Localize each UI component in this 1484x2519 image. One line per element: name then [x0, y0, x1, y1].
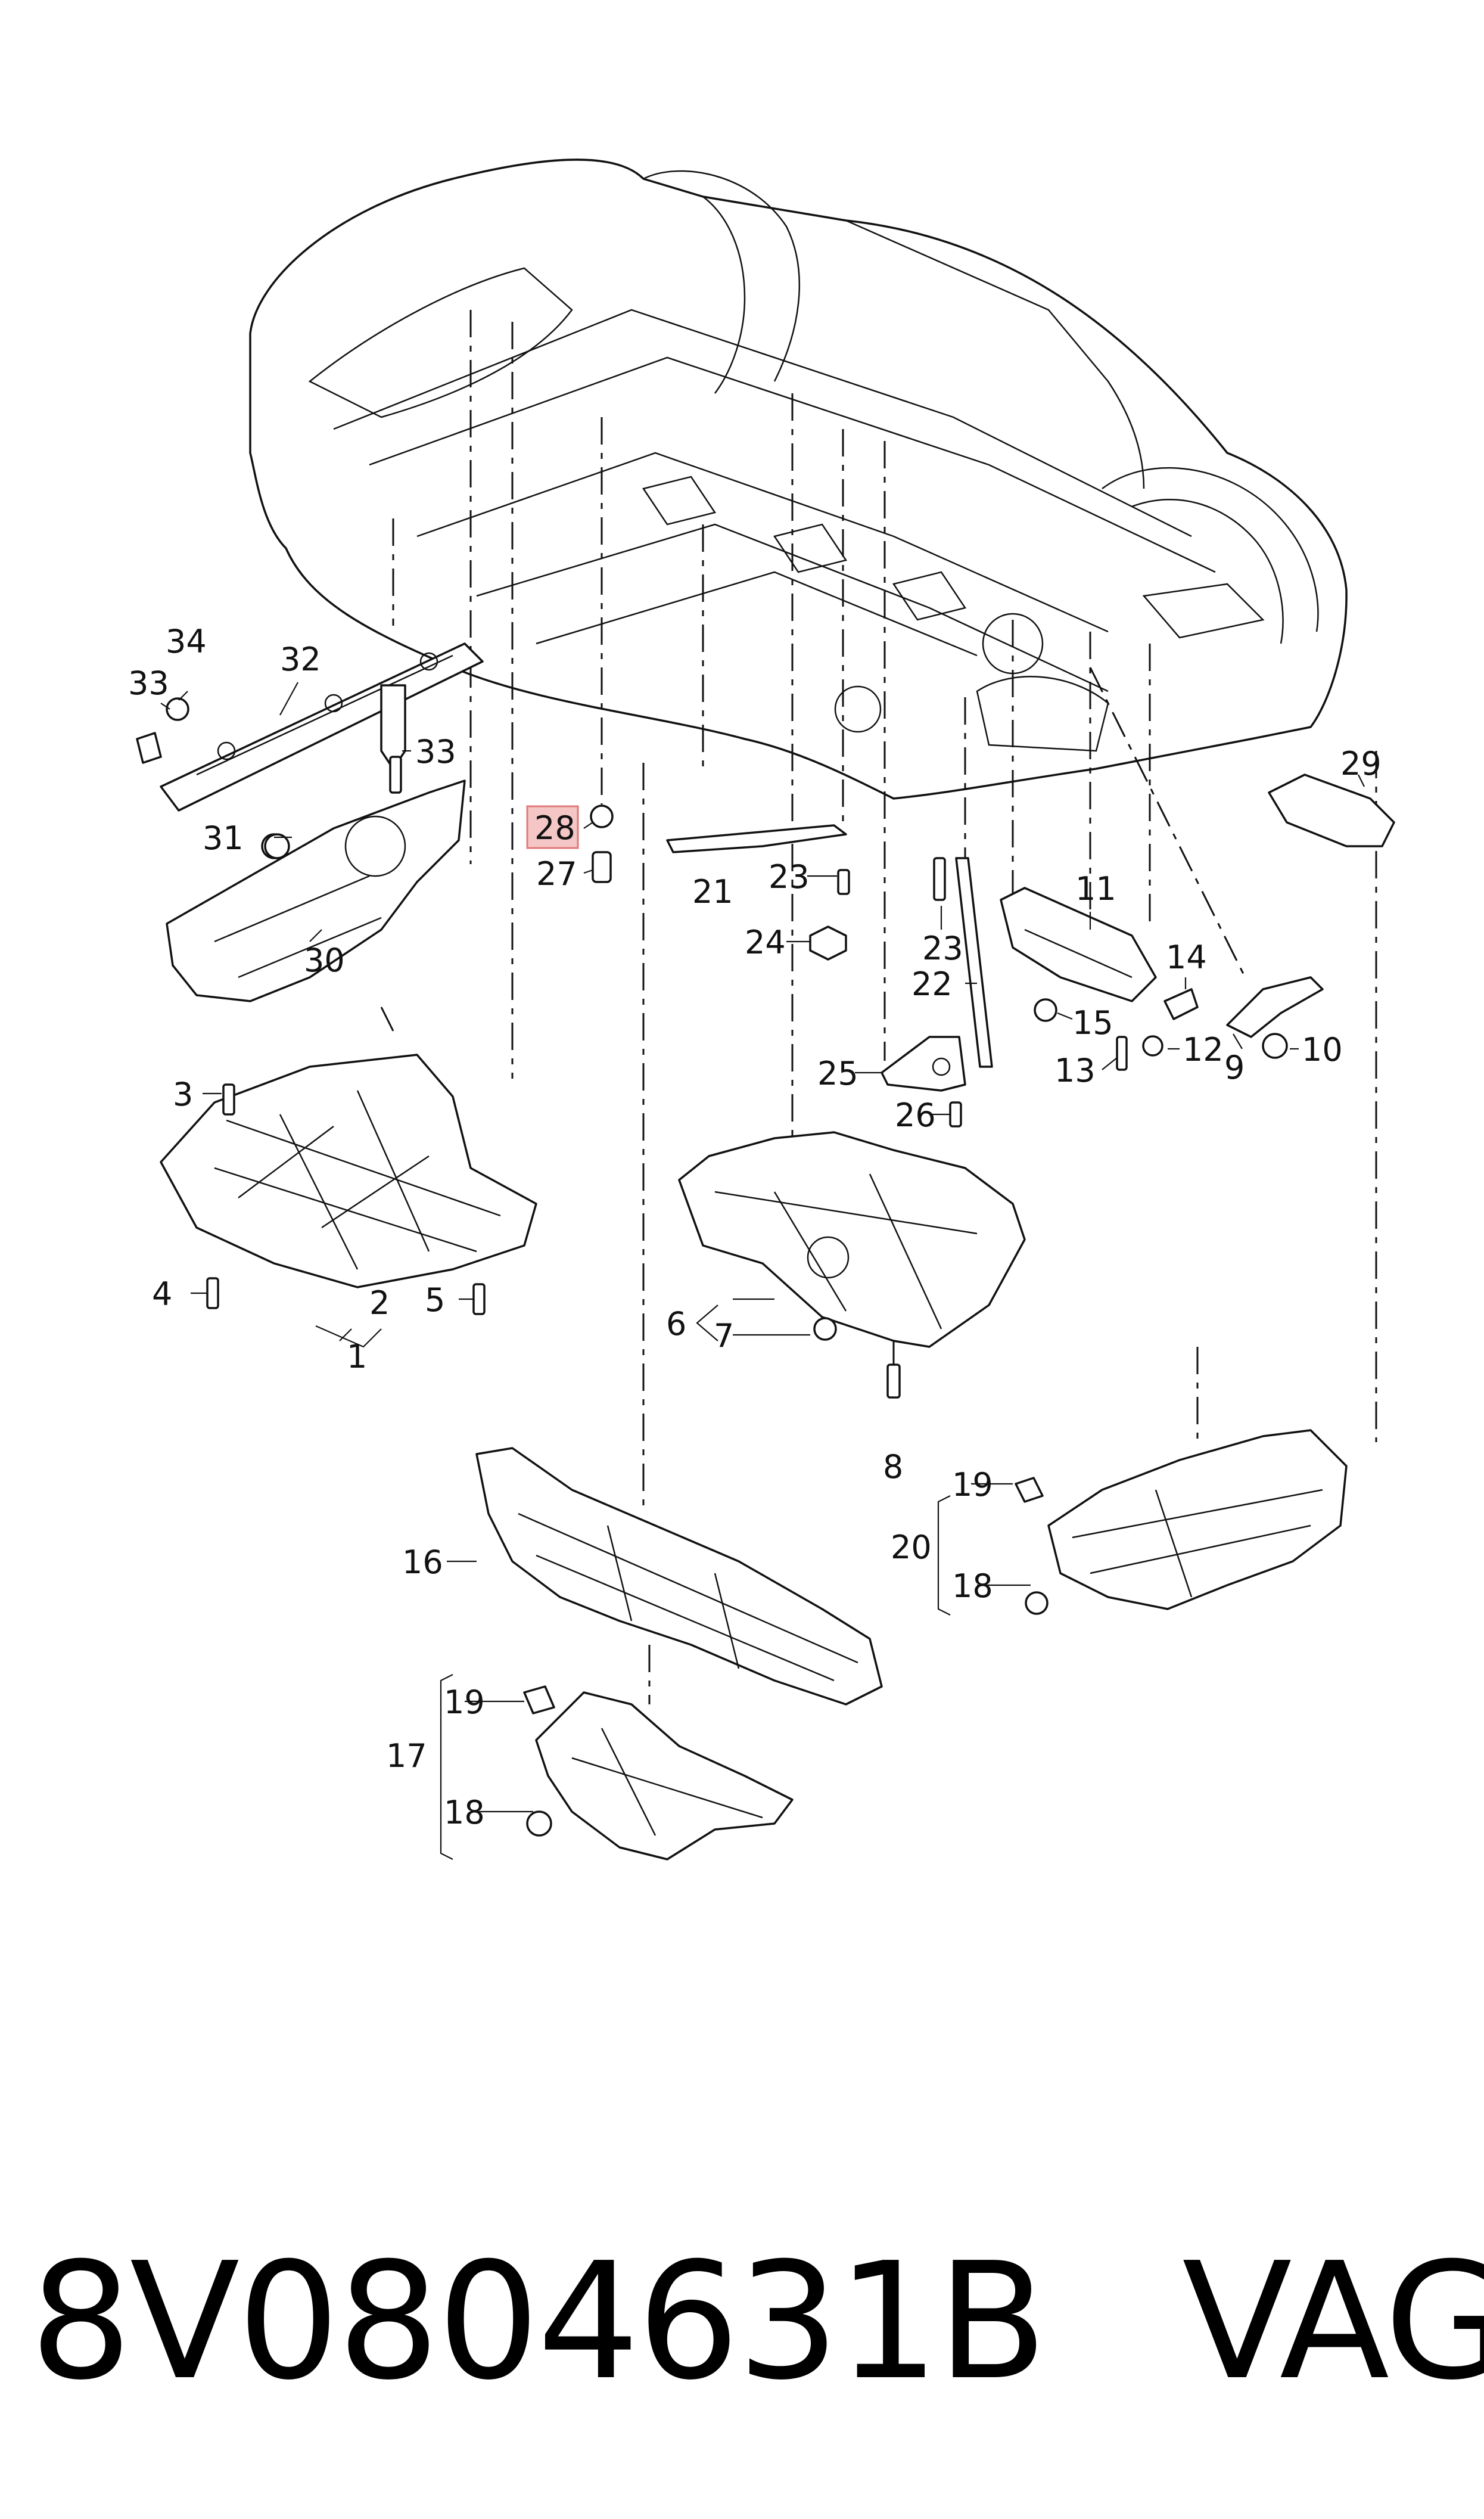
callout-23b: 23	[922, 930, 963, 967]
part-17-rear-shield	[535, 1691, 794, 1860]
callout-20: 20	[891, 1529, 932, 1566]
callout-18a: 18	[444, 1794, 485, 1831]
callout-15: 15	[1072, 1004, 1113, 1042]
callout-24: 24	[745, 924, 786, 961]
callout-25: 25	[817, 1055, 858, 1092]
callout-13: 13	[1054, 1052, 1096, 1089]
callout-33a: 33	[128, 664, 169, 702]
part-21-strut	[666, 824, 847, 853]
callout-19a: 19	[444, 1684, 485, 1721]
part-32-rail	[136, 642, 484, 812]
callout-21: 21	[692, 873, 733, 911]
part-29-cover	[1268, 774, 1395, 847]
callout-26: 26	[895, 1097, 936, 1134]
leader-lines	[380, 310, 1377, 1704]
callout-33b: 33	[415, 733, 456, 771]
callout-10: 10	[1302, 1031, 1343, 1069]
part-9-clip	[1226, 976, 1324, 1038]
caption: 8V0804631B VAG	[30, 2228, 1484, 2415]
callout-16: 16	[402, 1543, 443, 1581]
callout-14: 14	[1166, 939, 1207, 976]
callout-17: 17	[386, 1737, 427, 1775]
part-22-damper	[955, 857, 993, 1068]
part-25-bracket	[881, 1036, 966, 1092]
callout-27: 27	[536, 855, 577, 893]
part-1-front-shield	[160, 1054, 537, 1288]
fasteners	[206, 756, 1288, 1837]
callout-19b: 19	[952, 1466, 993, 1504]
callout-3: 3	[173, 1076, 193, 1113]
callout-4: 4	[152, 1275, 172, 1313]
callout-labels: 1 2 3 4 5 6 7 8 9 10 11 12 13 14 15 16 1…	[128, 623, 1382, 1831]
callout-11: 11	[1075, 870, 1116, 908]
callout-32: 32	[280, 641, 321, 678]
callout-28-highlight	[526, 805, 579, 849]
callout-5: 5	[425, 1281, 445, 1319]
callout-1: 1	[347, 1338, 367, 1375]
car-body-underside	[249, 159, 1348, 800]
callout-leaders	[160, 682, 1365, 1860]
callout-28: 28	[534, 809, 575, 847]
callout-22: 22	[911, 965, 953, 1003]
manufacturer: VAG	[1182, 2227, 1484, 2415]
callout-8: 8	[883, 1448, 903, 1486]
callout-18b: 18	[952, 1567, 993, 1605]
callout-12: 12	[1183, 1031, 1224, 1069]
part-number: 8V0804631B	[30, 2227, 1047, 2415]
callout-31: 31	[203, 819, 244, 857]
part-20-rear-shield	[1047, 1429, 1348, 1610]
callout-2: 2	[369, 1284, 390, 1322]
part-11-bracket	[1000, 887, 1157, 1002]
callout-29: 29	[1340, 745, 1382, 782]
callout-9: 9	[1224, 1049, 1245, 1086]
callout-30: 30	[304, 942, 345, 979]
callout-23a: 23	[769, 858, 810, 896]
callout-34: 34	[166, 623, 207, 660]
callout-7: 7	[714, 1317, 734, 1355]
part-16-tunnel-shield	[475, 1447, 883, 1706]
callout-6: 6	[666, 1305, 686, 1343]
part-6-middle-shield	[678, 1131, 1026, 1348]
